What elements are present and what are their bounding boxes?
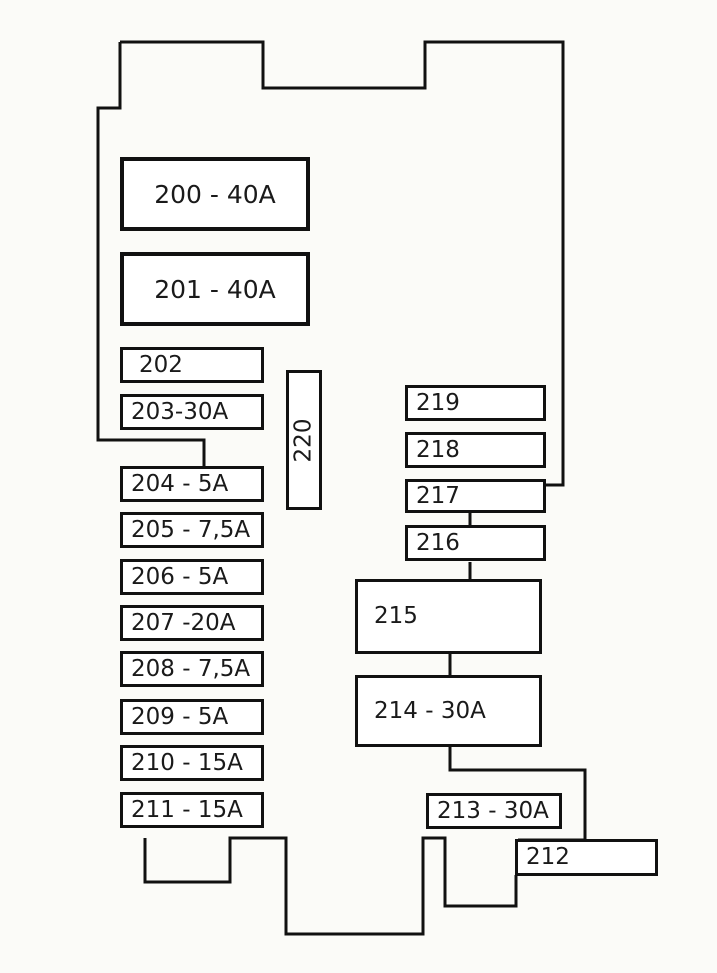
- fuse-213-label: 213 - 30A: [437, 797, 549, 824]
- housing-bottom-edge: [143, 836, 518, 936]
- fuse-215-label: 215: [374, 603, 418, 629]
- housing-connector-lines: [448, 512, 587, 842]
- fuse-208-label: 208 - 7,5A: [131, 655, 251, 682]
- fuse-216-label: 216: [416, 529, 460, 556]
- fuse-200: 200 - 40A: [120, 157, 310, 231]
- fuse-200-label: 200 - 40A: [154, 179, 276, 209]
- fuse-219-label: 219: [416, 389, 460, 416]
- fuse-208: 208 - 7,5A: [120, 651, 264, 687]
- fuse-202-label: 202: [139, 351, 183, 378]
- fuse-214: 214 - 30A: [355, 675, 542, 747]
- fuse-220: 220: [286, 370, 322, 510]
- fuse-205-label: 205 - 7,5A: [131, 516, 251, 543]
- fuse-210-label: 210 - 15A: [131, 749, 243, 776]
- fuse-209-label: 209 - 5A: [131, 703, 229, 730]
- fuse-211-label: 211 - 15A: [131, 796, 243, 823]
- fuse-201: 201 - 40A: [120, 252, 310, 326]
- fuse-203-label: 203-30A: [131, 398, 229, 425]
- fuse-215: 215: [355, 579, 542, 654]
- fuse-201-label: 201 - 40A: [154, 274, 276, 304]
- housing-left-edge: [96, 42, 206, 466]
- fuse-213: 213 - 30A: [426, 793, 562, 829]
- fuse-209: 209 - 5A: [120, 699, 264, 735]
- fuse-219: 219: [405, 385, 546, 421]
- fuse-212: 212: [515, 839, 658, 876]
- fuse-214-label: 214 - 30A: [374, 697, 486, 724]
- fuse-202: 202: [120, 347, 264, 383]
- fuse-204: 204 - 5A: [120, 466, 264, 502]
- fuse-206-label: 206 - 5A: [131, 563, 229, 590]
- fuse-220-label: 220: [290, 418, 317, 462]
- fuse-218: 218: [405, 432, 546, 468]
- fuse-207-label: 207 -20A: [131, 609, 236, 636]
- housing-top-edge: [120, 40, 565, 487]
- fuse-207: 207 -20A: [120, 605, 264, 641]
- fuse-205: 205 - 7,5A: [120, 512, 264, 548]
- fuse-217: 217: [405, 479, 546, 513]
- fuse-203: 203-30A: [120, 394, 264, 430]
- fuse-218-label: 218: [416, 436, 460, 463]
- fuse-211: 211 - 15A: [120, 792, 264, 828]
- fuse-204-label: 204 - 5A: [131, 470, 229, 497]
- fuse-210: 210 - 15A: [120, 745, 264, 781]
- fuse-217-label: 217: [416, 482, 460, 509]
- fuse-206: 206 - 5A: [120, 559, 264, 595]
- fuse-216: 216: [405, 525, 546, 561]
- fuse-212-label: 212: [526, 844, 570, 870]
